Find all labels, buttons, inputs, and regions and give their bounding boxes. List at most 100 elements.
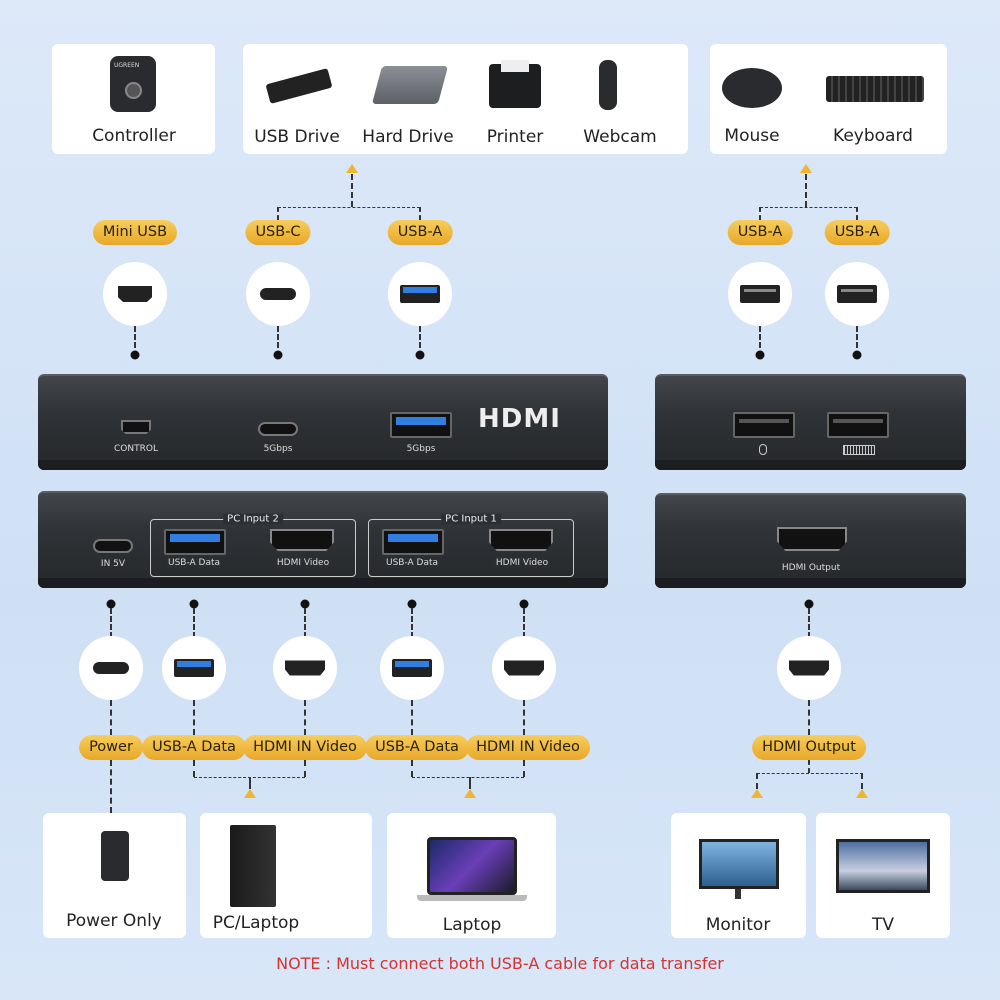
extender-back: HDMI Output — [655, 493, 966, 588]
usb-a-data-label: USB-A Data — [164, 558, 224, 568]
connector-dot — [415, 350, 425, 360]
printer-icon — [489, 60, 541, 108]
tv-label: TV — [871, 915, 895, 935]
connector-dot — [852, 350, 862, 360]
mouse-icon — [722, 68, 782, 108]
connector-line — [351, 174, 353, 207]
usb-c-port-icon — [260, 288, 296, 300]
keyboard-icon — [843, 445, 875, 455]
keyboard-icon — [826, 76, 924, 102]
badge-hdmi-in-video: HDMI IN Video — [466, 735, 590, 760]
badge-usb-a-data: USB-A Data — [365, 735, 469, 760]
laptop-label: Laptop — [442, 915, 502, 935]
arrow-up-icon — [856, 789, 868, 798]
pc-input-2-label: PC Input 2 — [223, 513, 283, 525]
printer-label: Printer — [486, 127, 544, 147]
connector-dot — [300, 599, 310, 609]
connector-dot — [519, 599, 529, 609]
connector-line — [278, 207, 420, 208]
usb-c-port-icon — [93, 662, 129, 674]
hdmi-video-label: HDMI Video — [492, 558, 552, 568]
port-circle — [492, 636, 556, 700]
port-circle — [380, 636, 444, 700]
connector-dot — [189, 599, 199, 609]
port-circle — [728, 262, 792, 326]
hdmi-logo: HDMI — [478, 404, 561, 434]
brand-logo: UGREEN — [114, 62, 140, 69]
usb-c-port — [258, 422, 298, 436]
controller-card: UGREEN Controller — [52, 44, 215, 154]
webcam-icon — [599, 60, 617, 110]
mini-usb-port-icon — [118, 286, 152, 302]
pc-input-1-label: PC Input 1 — [441, 513, 501, 525]
hdmi-output-label: HDMI Output — [781, 563, 841, 573]
badge-hdmi-in-video: HDMI IN Video — [243, 735, 367, 760]
arrow-up-icon — [800, 164, 812, 173]
control-port-label: CONTROL — [114, 444, 158, 454]
usb-a-port-icon — [740, 285, 780, 303]
usb-a-speed-label: 5Gbps — [406, 444, 436, 454]
usb-a-data-port — [164, 529, 226, 555]
usb-note: NOTE : Must connect both USB-A cable for… — [276, 954, 724, 973]
pc-laptop-label: PC/Laptop — [212, 913, 300, 933]
usb-c-speed-label: 5Gbps — [263, 444, 293, 454]
mini-usb-port — [121, 420, 151, 434]
port-circle — [162, 636, 226, 700]
hdmi-input-port — [489, 529, 553, 551]
kvm-switch-front: CONTROL 5Gbps 5Gbps HDMI — [38, 374, 608, 470]
hdmi-port-icon — [504, 660, 544, 676]
connector-dot — [407, 599, 417, 609]
hard-drive-label: Hard Drive — [362, 127, 454, 147]
usb-a-port — [390, 412, 452, 438]
port-circle — [79, 636, 143, 700]
hdmi-port-icon — [285, 660, 325, 676]
usb-a-data-port — [382, 529, 444, 555]
port-circle — [825, 262, 889, 326]
pc-laptop-card: PC/Laptop — [200, 813, 372, 938]
kvm-switch-back: IN 5V PC Input 2 USB-A Data HDMI Video P… — [38, 491, 608, 588]
badge-power: Power — [79, 735, 143, 760]
usb-a-port-icon — [837, 285, 877, 303]
power-usb-c-port — [93, 539, 133, 553]
usb-drive-label: USB Drive — [254, 127, 340, 147]
monitor-card: Monitor — [671, 813, 806, 938]
connector-dot — [804, 599, 814, 609]
badge-hdmi-output: HDMI Output — [752, 735, 866, 760]
connector-dot — [106, 599, 116, 609]
peripherals-card: Mouse Keyboard — [710, 44, 947, 154]
mouse-usb-port — [733, 412, 795, 438]
controller-icon: UGREEN — [110, 56, 156, 112]
desktop-pc-icon — [230, 825, 276, 907]
hdmi-output-port — [777, 527, 847, 551]
badge-usb-a: USB-A — [727, 220, 793, 245]
monitor-label: Monitor — [705, 915, 771, 935]
mouse-icon — [759, 444, 767, 455]
port-circle — [273, 636, 337, 700]
mouse-label: Mouse — [724, 126, 780, 146]
badge-usb-c: USB-C — [245, 220, 311, 245]
arrow-up-icon — [464, 789, 476, 798]
hdmi-input-port — [270, 529, 334, 551]
badge-usb-a: USB-A — [387, 220, 453, 245]
arrow-up-icon — [346, 164, 358, 173]
keyboard-usb-port — [827, 412, 889, 438]
controller-label: Controller — [92, 126, 176, 146]
monitor-icon — [699, 839, 779, 889]
connector-dot — [755, 350, 765, 360]
usb-a-port-icon — [400, 285, 440, 303]
port-circle — [388, 262, 452, 326]
power-adapter-icon — [101, 831, 129, 881]
badge-usb-a-data: USB-A Data — [142, 735, 246, 760]
usb-a-data-label: USB-A Data — [382, 558, 442, 568]
laptop-icon — [427, 837, 517, 895]
power-only-label: Power Only — [66, 911, 162, 931]
port-circle — [246, 262, 310, 326]
power-port-label: IN 5V — [100, 559, 126, 569]
usb-a-port-icon — [392, 659, 432, 677]
badge-usb-a: USB-A — [824, 220, 890, 245]
usb-a-port-icon — [174, 659, 214, 677]
webcam-label: Webcam — [583, 127, 657, 147]
keyboard-label: Keyboard — [833, 126, 913, 146]
tv-icon — [836, 839, 930, 893]
hdmi-port-icon — [789, 660, 829, 676]
